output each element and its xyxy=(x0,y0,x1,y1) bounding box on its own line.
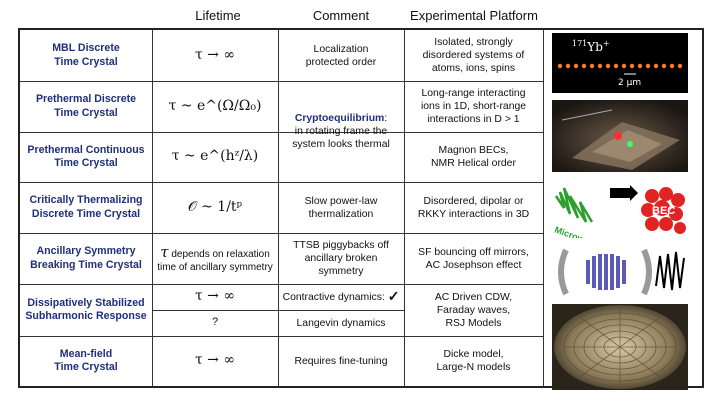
platform-cell: Long-range interacting ions in 1D, short… xyxy=(420,88,527,125)
col-divider xyxy=(404,30,405,386)
row-divider xyxy=(20,233,543,234)
svg-text:BEC: BEC xyxy=(652,205,675,217)
row-name: Mean-field Time Crystal xyxy=(54,347,118,373)
comment-cell: Requires fine-tuning xyxy=(294,355,388,367)
row-divider xyxy=(20,284,543,285)
lifetime-formula: τ ~ e^(hᶻ/λ) xyxy=(171,148,259,165)
lifetime-cell: τ → ∞ xyxy=(194,352,236,369)
row-divider xyxy=(20,132,543,133)
header-platform: Experimental Platform xyxy=(410,8,538,23)
svg-text:2 μm: 2 μm xyxy=(618,78,641,88)
col-divider xyxy=(152,30,153,386)
platform-cell: Dicke model, Large-N models xyxy=(436,349,511,373)
cryptoequilibrium-body: in rotating frame the system looks therm… xyxy=(292,126,390,150)
lifetime-cell: τ → ∞ xyxy=(194,288,236,305)
row-name: Critically Thermalizing Discrete Time Cr… xyxy=(29,194,143,220)
platform-cell: Magnon BECs, NMR Helical order xyxy=(431,145,516,169)
row-name: Prethermal Discrete Time Crystal xyxy=(35,93,137,119)
table-frame xyxy=(18,28,704,388)
row-name: MBL Discrete Time Crystal xyxy=(52,42,120,68)
platform-cell: AC Driven CDW, Faraday waves, RSJ Models xyxy=(434,291,513,329)
header-comment: Comment xyxy=(312,8,370,23)
svg-text:171Yb+: 171Yb+ xyxy=(572,39,610,54)
lifetime-cell: 𝒪 ~ 1/tᵖ xyxy=(152,182,278,233)
cryptoequilibrium-title: Cryptoequilibrium xyxy=(294,113,385,124)
comment-cell: Contractive dynamics: ✓ xyxy=(282,288,400,305)
faraday-waves-photo xyxy=(552,304,688,390)
row-divider xyxy=(20,336,543,337)
lifetime-cell: τ ~ e^(hᶻ/λ) xyxy=(152,132,278,182)
row-name: Dissipatively Stabilized Subharmonic Res… xyxy=(25,296,147,322)
lifetime-cell: τ ~ e^(Ω/Ω₀) xyxy=(152,81,278,132)
comment-cell: Slow power-law thermalization xyxy=(304,195,378,220)
col-divider xyxy=(543,30,544,386)
check-icon: ✓ xyxy=(387,288,400,305)
platform-cell: Disordered, dipolar or RKKY interactions… xyxy=(417,195,530,220)
microwave-bec-graphic: Microwave BEC xyxy=(552,178,688,238)
comment-cell: Localization protected order xyxy=(305,43,377,68)
ion-chain-graphic: 171Yb+ 2 μm xyxy=(557,39,683,88)
chip-photo xyxy=(552,100,688,172)
row-divider xyxy=(20,81,543,82)
col-divider xyxy=(278,30,279,386)
lifetime-cell: τ depends on relaxation time of ancillar… xyxy=(157,242,273,273)
platform-cell: SF bouncing off mirrors, AC Josephson ef… xyxy=(418,246,529,271)
lifetime-formula: 𝒪 ~ 1/tᵖ xyxy=(187,198,243,215)
comment-cell: TTSB piggybacks off ancillary broken sym… xyxy=(293,240,389,277)
mirror-oscillation-graphic xyxy=(552,246,688,298)
cryptoequilibrium-cell: Cryptoequilibrium: in rotating frame the… xyxy=(292,113,390,150)
lifetime-cell: ? xyxy=(211,316,219,329)
lifetime-cell: τ → ∞ xyxy=(194,46,236,63)
row-divider xyxy=(20,182,543,183)
row-name: Ancillary Symmetry Breaking Time Crystal xyxy=(30,245,142,271)
ion-chain-image: 171Yb+ 2 μm xyxy=(552,33,688,93)
comment-cell: Langevin dynamics xyxy=(296,317,386,329)
platform-cell: Isolated, strongly disordered systems of… xyxy=(422,37,525,74)
lifetime-formula: τ ~ e^(Ω/Ω₀) xyxy=(168,97,262,114)
svg-text:Microwave: Microwave xyxy=(553,224,600,238)
row-name: Prethermal Continuous Time Crystal xyxy=(27,143,145,169)
header-lifetime: Lifetime xyxy=(195,8,241,23)
